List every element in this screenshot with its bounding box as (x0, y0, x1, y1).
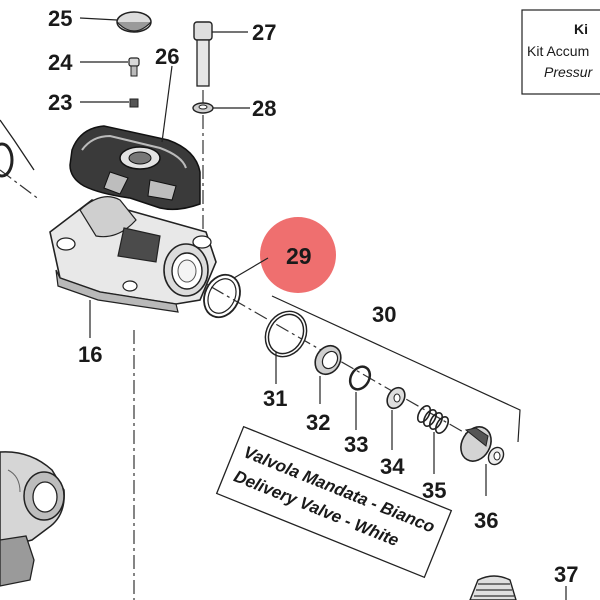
left-cropped-part (0, 119, 35, 178)
label-30: 30 (372, 302, 396, 327)
part-24-screw (128, 57, 140, 77)
kit-box-line-3: Pressur (544, 64, 594, 80)
part-32-seat (314, 344, 342, 376)
label-23: 23 (48, 90, 72, 115)
part-28-washer (192, 102, 214, 114)
leader-29 (233, 257, 269, 279)
label-35: 35 (422, 478, 446, 503)
valve-note-box: Valvola Mandata - Bianco Delivery Valve … (215, 425, 453, 579)
kit-info-box: Ki Kit Accum Pressur (521, 9, 600, 95)
part-31-ring (264, 310, 308, 358)
part-33-oring (348, 365, 372, 391)
label-25: 25 (48, 6, 72, 31)
label-37: 37 (554, 562, 578, 587)
axis-valve (167, 261, 499, 453)
part-26-cover (69, 125, 201, 211)
kit-box-line-2: Kit Accum (527, 43, 589, 59)
bottom-left-cropped-part (0, 451, 65, 587)
part-29-oring (203, 273, 241, 319)
part-25-cap (116, 11, 152, 33)
valve-note-frame (215, 425, 453, 579)
kit-box-line-1: Ki (574, 21, 588, 37)
label-16: 16 (78, 342, 102, 367)
label-29: 29 (286, 243, 312, 269)
label-31: 31 (263, 386, 287, 411)
label-34: 34 (380, 454, 405, 479)
label-27: 27 (252, 20, 276, 45)
leader-26 (161, 65, 173, 143)
leader-25 (79, 17, 118, 21)
part-36-cage (460, 426, 505, 466)
part-27-long-screw (193, 21, 213, 87)
bracket-30 (271, 295, 521, 443)
label-26: 26 (155, 44, 179, 69)
label-32: 32 (306, 410, 330, 435)
part-37-fitting (469, 575, 517, 600)
label-33: 33 (344, 432, 368, 457)
part-34-disc (386, 386, 406, 410)
part-16-pump-head (49, 196, 217, 313)
label-24: 24 (48, 50, 73, 75)
highlight-29 (260, 217, 336, 293)
label-36: 36 (474, 508, 498, 533)
part-23-pin (129, 98, 139, 108)
label-28: 28 (252, 96, 276, 121)
kit-box-frame (521, 9, 600, 95)
part-35-spring (416, 405, 450, 434)
